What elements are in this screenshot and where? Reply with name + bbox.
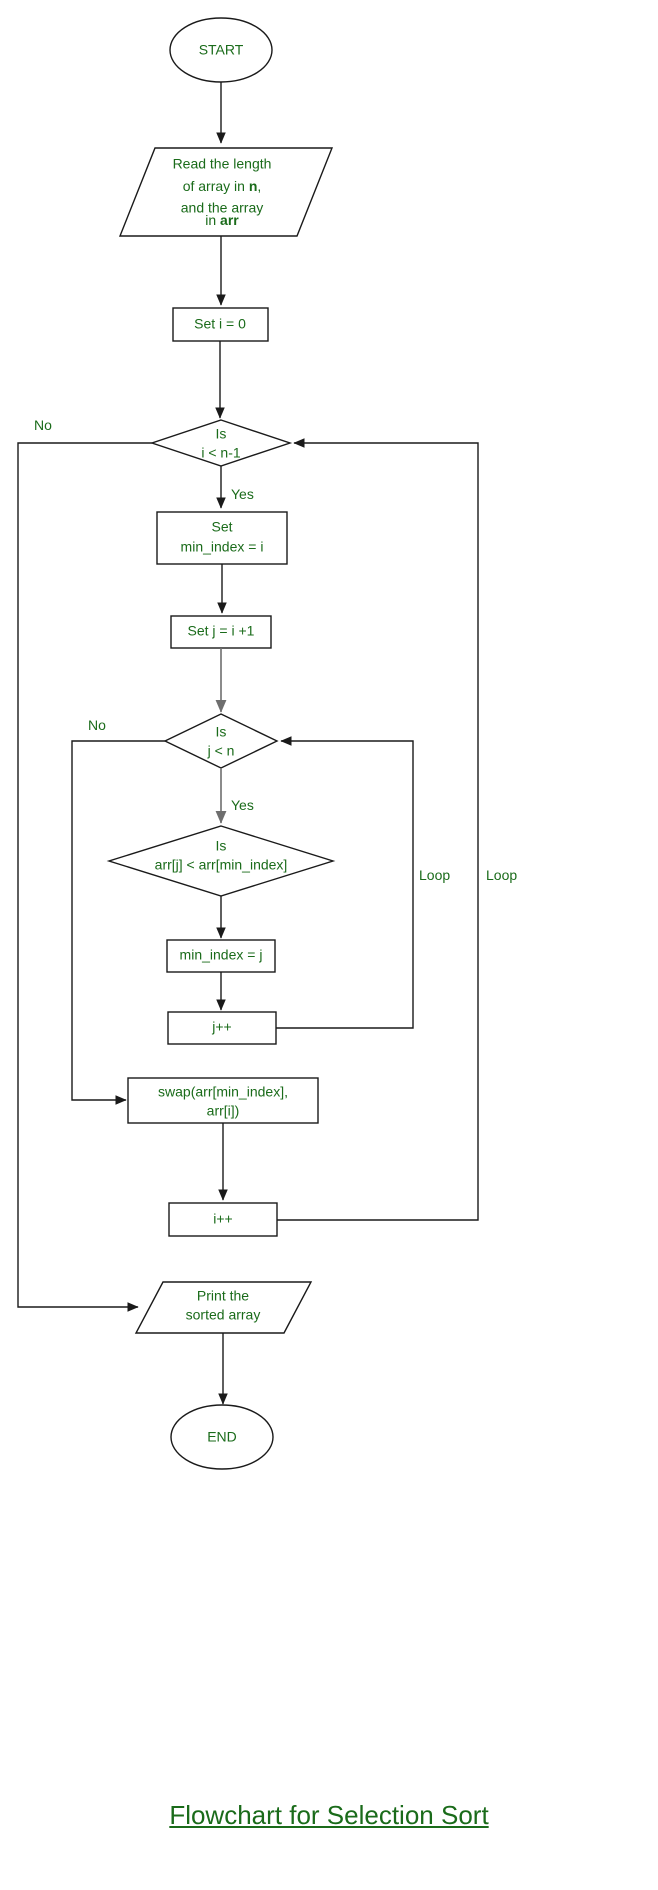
node-cond-outer[interactable]: Is i < n-1 (149, 419, 293, 467)
node-cond-outer-line1: Is (216, 426, 227, 442)
node-cond-compare[interactable]: Is arr[j] < arr[min_index] (106, 825, 336, 897)
node-assign-min[interactable]: min_index = j (166, 939, 276, 973)
node-inc-j[interactable]: j++ (167, 1011, 277, 1045)
node-swap-line2: arr[i]) (207, 1103, 240, 1119)
node-inc-i-label: i++ (213, 1211, 232, 1227)
node-swap[interactable]: swap(arr[min_index], arr[i]) (127, 1077, 319, 1124)
edge-label-loop-inner: Loop (419, 867, 450, 883)
node-start[interactable]: START (169, 17, 273, 83)
node-cond-compare-line1: Is (216, 838, 227, 854)
edge-label-inner-yes: Yes (231, 797, 254, 813)
node-read-input-line3: and the array (181, 200, 264, 216)
node-swap-line1: swap(arr[min_index], (158, 1084, 288, 1100)
edge-label-outer-yes: Yes (231, 486, 254, 502)
node-assign-min-label: min_index = j (180, 947, 263, 963)
node-print-line1: Print the (197, 1288, 249, 1304)
node-set-min-index-line1: Set (211, 519, 232, 535)
node-set-min-index[interactable]: Set min_index = i (156, 511, 288, 565)
node-read-input-line4: in arr (205, 212, 239, 228)
node-set-i[interactable]: Set i = 0 (172, 307, 269, 342)
node-print-line2: sorted array (186, 1307, 261, 1323)
edge-loop-outer (277, 438, 479, 1221)
edge-label-inner-no: No (88, 717, 106, 733)
node-set-j-label: Set j = i +1 (188, 623, 255, 639)
node-set-j[interactable]: Set j = i +1 (170, 615, 272, 649)
node-cond-inner-line1: Is (216, 724, 227, 740)
node-set-min-index-line2: min_index = i (181, 539, 264, 555)
edge-loop-inner (276, 736, 414, 1029)
node-set-i-label: Set i = 0 (194, 316, 246, 332)
node-inc-j-label: j++ (211, 1019, 231, 1035)
node-read-input-line2: of array in n, (183, 178, 262, 194)
edge-label-outer-no: No (34, 417, 52, 433)
node-start-label: START (199, 42, 244, 58)
node-end[interactable]: END (170, 1404, 274, 1470)
node-read-input-line1: Read the length (173, 156, 272, 172)
node-cond-outer-line2: i < n-1 (201, 445, 241, 461)
edge-inner-no (71, 740, 165, 1105)
diagram-title: Flowchart for Selection Sort (0, 1800, 658, 1831)
node-print[interactable]: Print the sorted array (134, 1281, 313, 1334)
node-cond-inner-line2: j < n (207, 743, 235, 759)
node-end-label: END (207, 1429, 237, 1445)
edge-label-loop-outer: Loop (486, 867, 517, 883)
node-cond-inner[interactable]: Is j < n (163, 713, 279, 769)
node-read-input[interactable]: Read the length of array in n, and the a… (118, 147, 334, 237)
node-inc-i[interactable]: i++ (168, 1202, 278, 1237)
node-cond-compare-line2: arr[j] < arr[min_index] (155, 857, 288, 873)
diagram-title-text: Flowchart for Selection Sort (169, 1800, 489, 1830)
edge-outer-no (17, 442, 152, 1312)
